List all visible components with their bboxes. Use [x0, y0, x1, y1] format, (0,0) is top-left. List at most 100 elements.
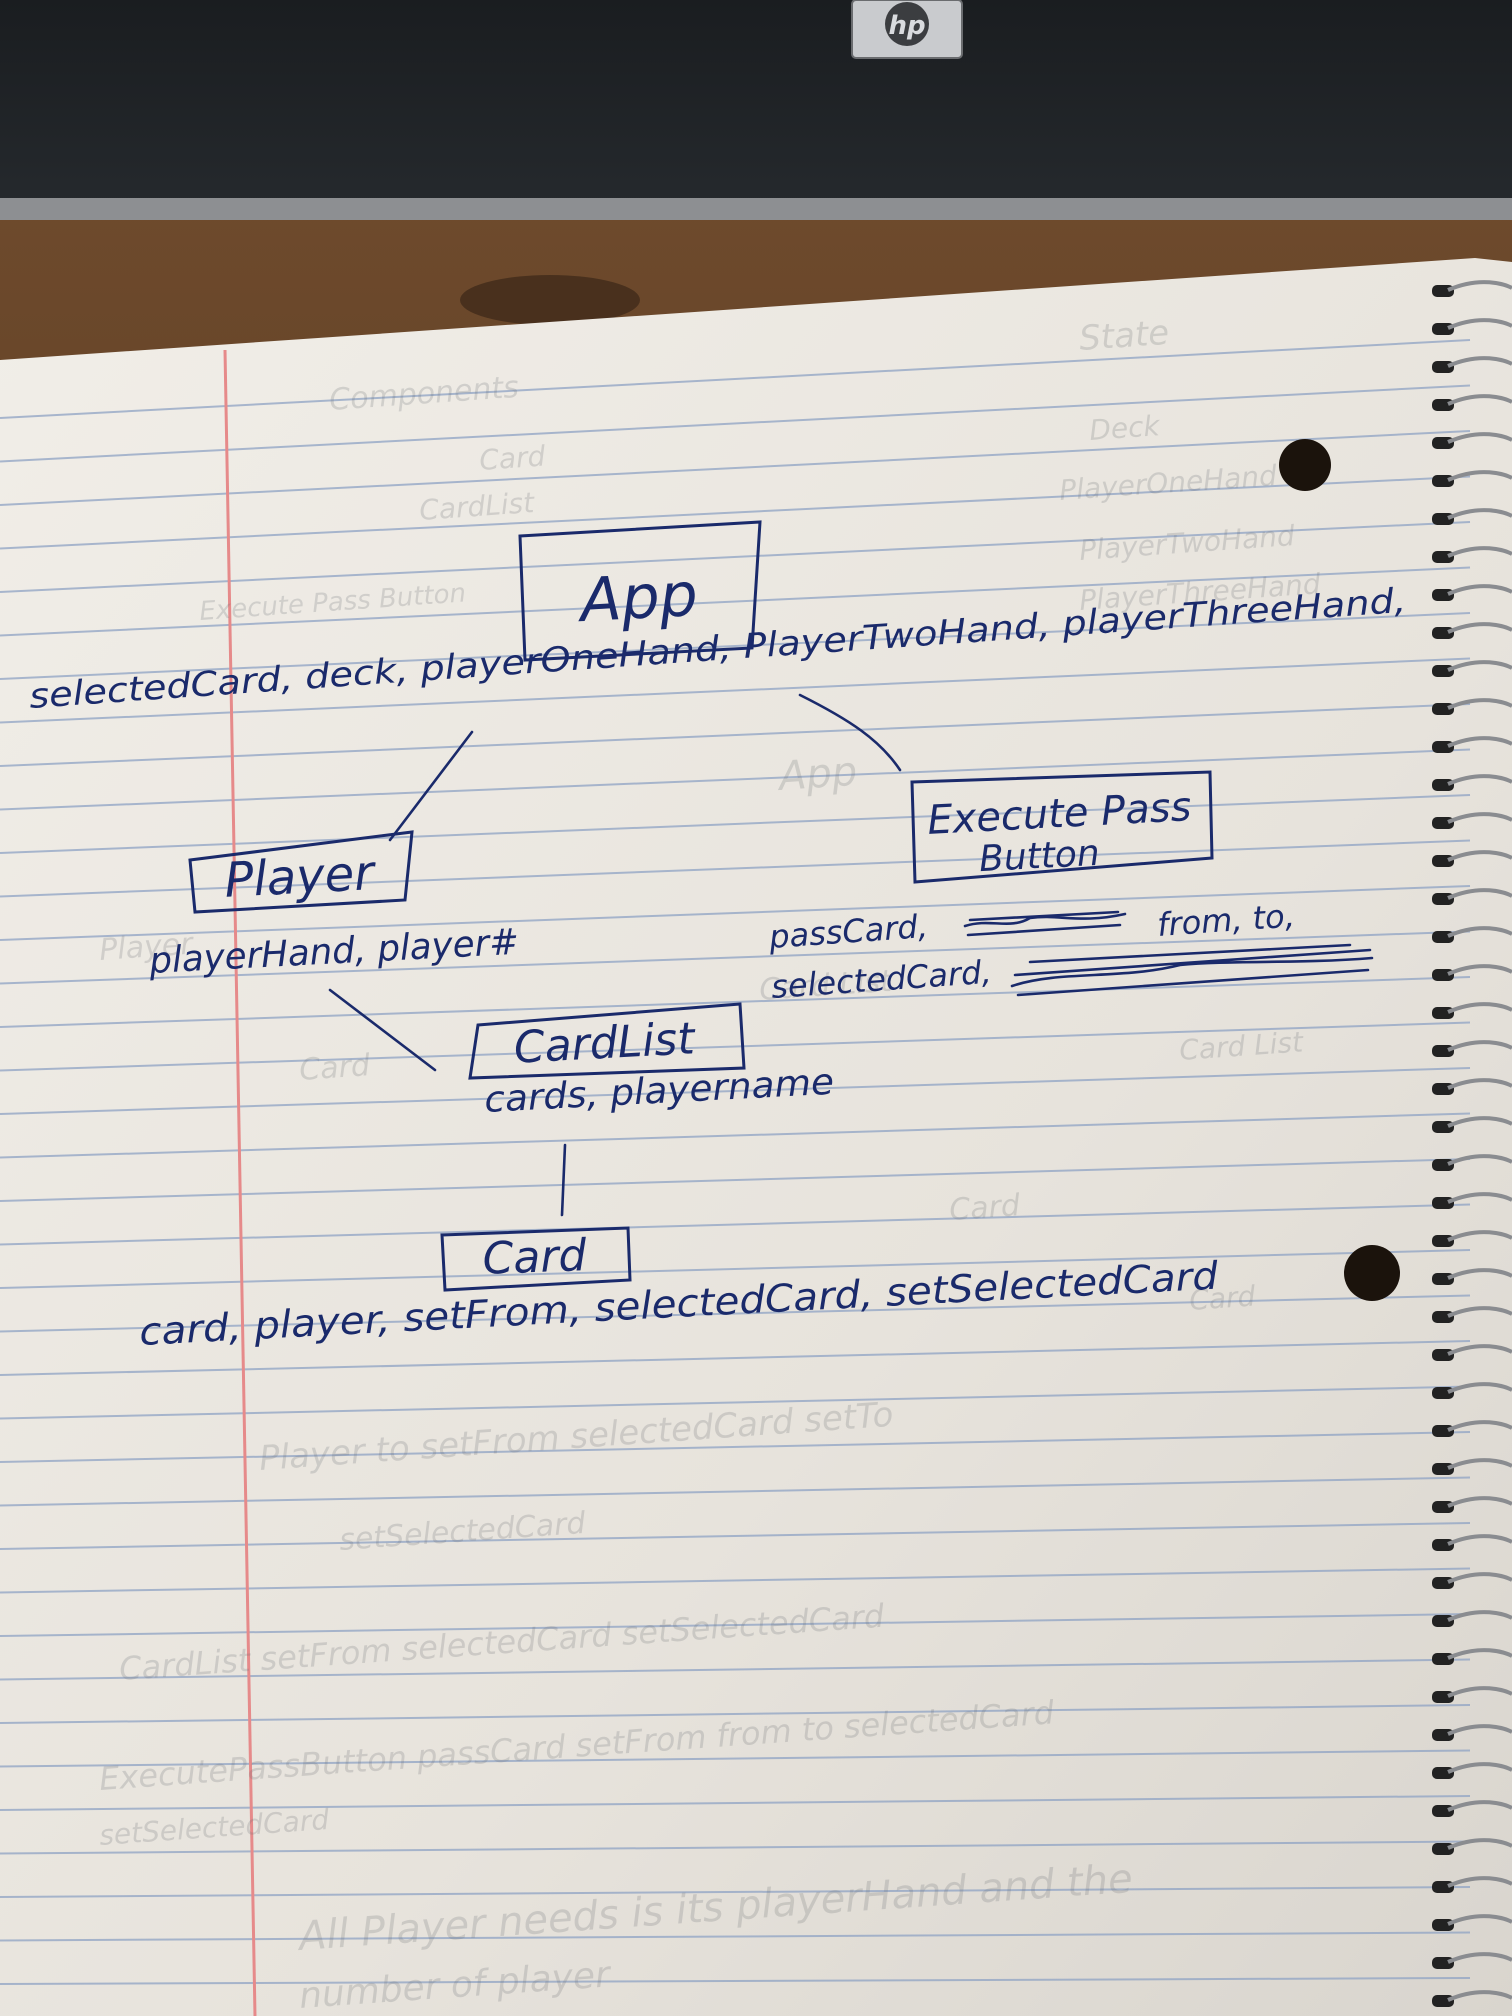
spiral-ring [1432, 1610, 1512, 1627]
ruled-line [0, 1522, 1471, 1550]
spiral-ring [1432, 584, 1512, 601]
player-label: Player [223, 845, 378, 909]
spiral-ring [1432, 1762, 1512, 1779]
hp-logo-text: hp [888, 11, 925, 41]
ruled-line [0, 1886, 1471, 1898]
spiral-ring [1432, 1192, 1512, 1209]
ruled-line [0, 339, 1471, 419]
bleed-text: CardList [418, 486, 536, 527]
spiral-ring [1432, 1990, 1512, 2007]
ruled-line [0, 839, 1471, 898]
connector-app-execute-pass-button [798, 693, 902, 772]
spiral-ring [1432, 1838, 1512, 1855]
spiral-ring [1432, 1496, 1512, 1513]
spiral-ring [1432, 508, 1512, 525]
ruled-line [0, 1067, 1471, 1115]
ruled-line [0, 794, 1471, 854]
spiral-ring [1432, 356, 1512, 373]
bleed-text: State [1078, 313, 1171, 359]
monitor-bezel [0, 0, 1512, 205]
notebook-page [0, 258, 1512, 2016]
spiral-ring [1432, 964, 1512, 981]
spiral-ring [1432, 1572, 1512, 1589]
app-label: App [575, 560, 700, 636]
ruled-line [0, 475, 1471, 550]
spiral-ring [1432, 394, 1512, 411]
ruled-line [0, 885, 1471, 941]
execute-pass-button-box [910, 770, 1214, 884]
ruled-line [0, 748, 1471, 811]
spiral-ring [1432, 1230, 1512, 1247]
ruled-line [0, 1340, 1471, 1376]
spiral-ring [1432, 1420, 1512, 1437]
scribbled-out-word [1010, 943, 1374, 997]
connector-card-list-card [560, 1143, 567, 1217]
connector-player-card-list [328, 988, 437, 1072]
spiral-ring [1432, 1724, 1512, 1741]
spiral-ring [1432, 1268, 1512, 1285]
ruled-lines [0, 339, 1471, 1985]
scribbled-out-word [963, 910, 1127, 937]
ruled-line [0, 1840, 1471, 1855]
monitor-stand-edge [0, 198, 1512, 220]
card-list-label: CardList [513, 1013, 698, 1073]
card-box [440, 1226, 632, 1292]
spiral-ring [1432, 1002, 1512, 1019]
spiral-ring [1432, 1800, 1512, 1817]
spiral-ring [1432, 850, 1512, 867]
spiral-ring [1432, 1534, 1512, 1551]
ruled-line [0, 1021, 1471, 1072]
ruled-line [0, 430, 1471, 506]
ruled-line [0, 976, 1471, 1028]
spiral-ring [1432, 1116, 1512, 1133]
bleed-text: Card [478, 439, 546, 477]
bleed-text: Card [1188, 1279, 1256, 1317]
ruled-line [0, 1158, 1471, 1202]
spiral-ring [1432, 470, 1512, 487]
card-label: Card [482, 1230, 588, 1285]
ruled-line [0, 384, 1471, 463]
spiral-ring [1432, 546, 1512, 563]
spiral-ring [1432, 736, 1512, 753]
margin-line [223, 349, 257, 2016]
app-box [518, 520, 762, 662]
ruled-line [0, 1567, 1471, 1594]
spiral-ring [1432, 698, 1512, 715]
bleed-text: App [774, 749, 858, 801]
ruled-line [0, 1658, 1471, 1681]
ruled-line [0, 1112, 1471, 1159]
ruled-line [0, 1203, 1471, 1246]
bleed-text: Card [948, 1188, 1022, 1228]
spiral-binding [1432, 280, 1512, 2007]
ruled-line [0, 1294, 1471, 1333]
ruled-line [0, 1249, 1471, 1289]
ruled-line [0, 612, 1471, 680]
spiral-ring [1432, 660, 1512, 677]
spiral-ring [1432, 622, 1512, 639]
spiral-ring [1432, 432, 1512, 449]
spiral-ring [1432, 774, 1512, 791]
binder-hole-top [1279, 439, 1331, 491]
spiral-ring [1432, 318, 1512, 335]
spiral-ring [1432, 1154, 1512, 1171]
binder-hole-bottom [1344, 1245, 1400, 1301]
spiral-ring [1432, 1078, 1512, 1095]
connector-app-player [388, 730, 474, 842]
spiral-ring [1432, 1952, 1512, 1969]
ruled-line [0, 703, 1471, 767]
spiral-ring [1432, 1458, 1512, 1475]
ruled-line [0, 521, 1471, 593]
card-list-box [468, 1002, 746, 1080]
ruled-line [0, 1613, 1471, 1637]
spiral-ring [1432, 1914, 1512, 1931]
execute-pass-button-label-line2: Button [978, 833, 1101, 880]
ruled-line [0, 1704, 1471, 1724]
bleed-text: Deck [1088, 409, 1162, 447]
hp-logo: hp [851, 0, 963, 59]
ruled-line [0, 1795, 1471, 1811]
spiral-ring [1432, 812, 1512, 829]
spiral-ring [1432, 1648, 1512, 1665]
bleed-text: Player [98, 926, 195, 968]
spiral-ring [1432, 1686, 1512, 1703]
